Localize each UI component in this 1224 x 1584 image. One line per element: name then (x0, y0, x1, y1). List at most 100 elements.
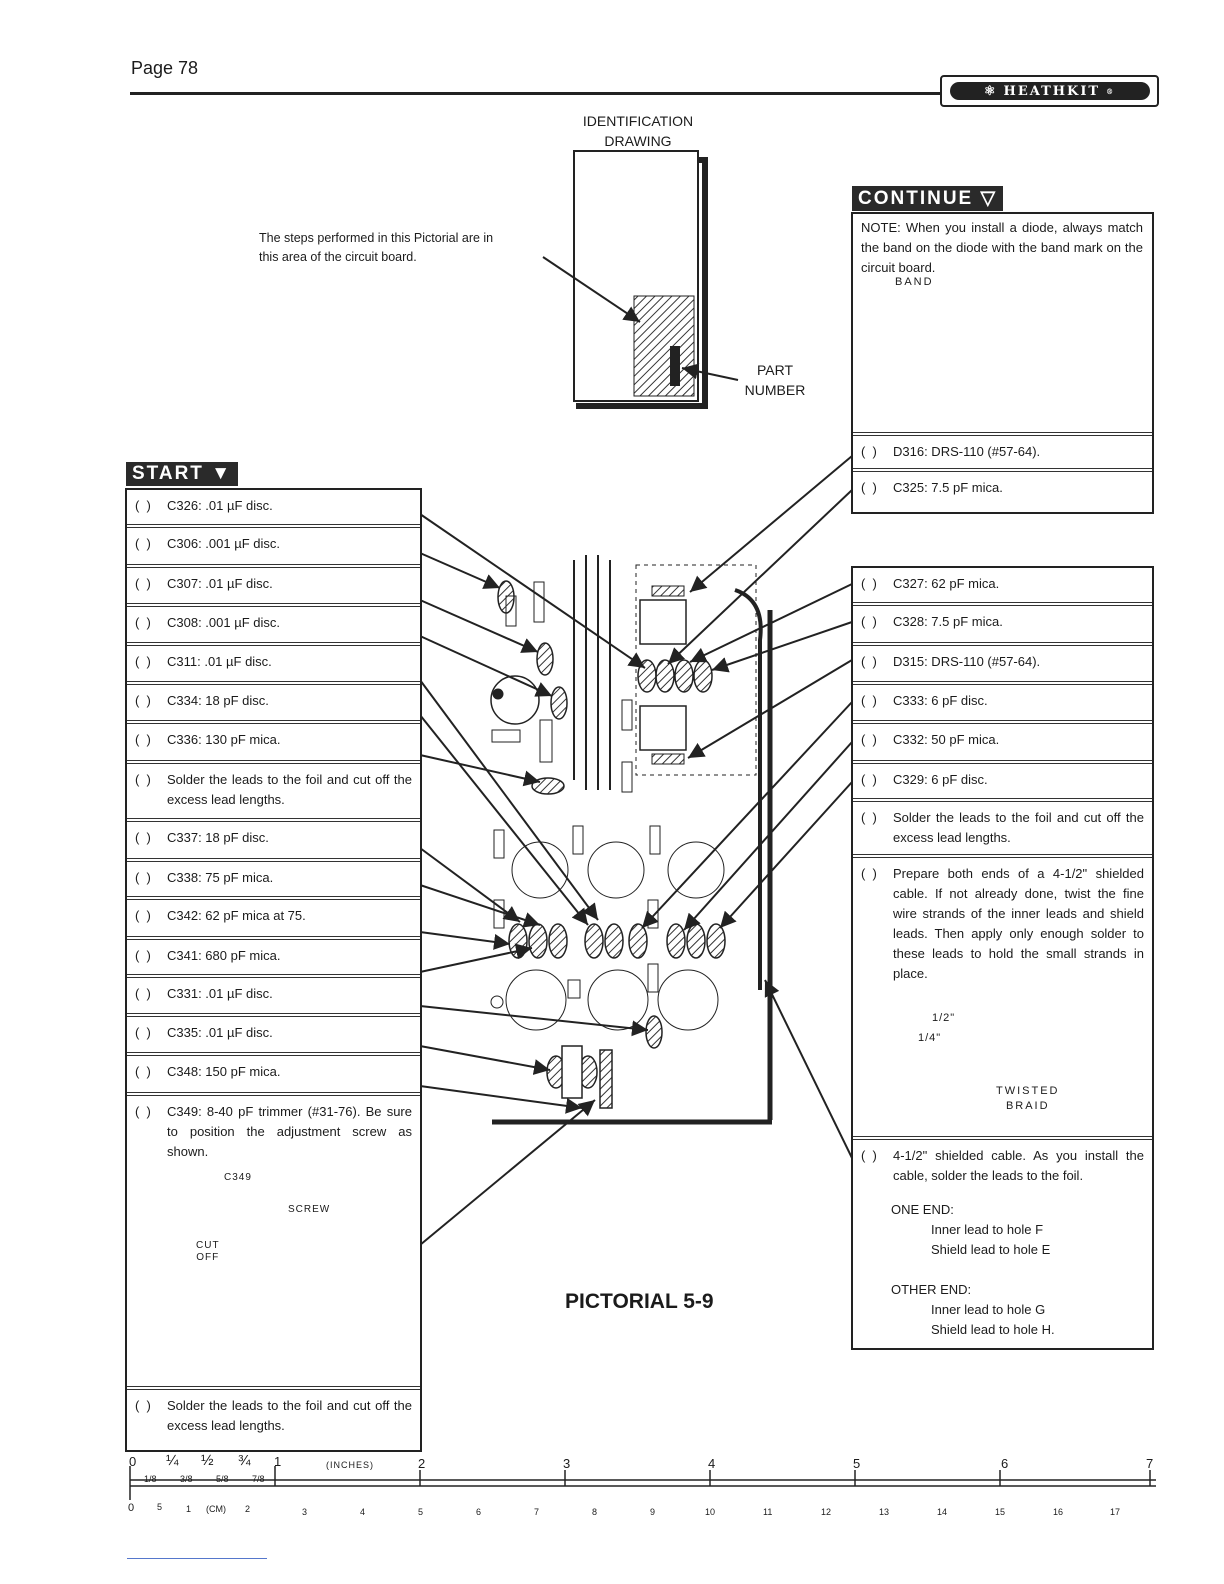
one-end-block: ONE END: Inner lead to hole F Shield lea… (891, 1200, 1050, 1260)
checkbox[interactable]: ( ) (861, 444, 877, 459)
checkbox[interactable]: ( ) (861, 866, 877, 881)
start-step[interactable]: ( )C342: 62 pF mica at 75. (127, 900, 420, 940)
other-end-line2: Shield lead to hole H. (931, 1322, 1055, 1337)
ruler-inch-num: 4 (708, 1456, 716, 1471)
checkbox[interactable]: ( ) (861, 614, 877, 629)
left-leader-lines (419, 513, 649, 1246)
start-step[interactable]: ( )C331: .01 µF disc. (127, 978, 420, 1017)
ruler-inch-unit: (INCHES) (326, 1460, 374, 1470)
checkbox[interactable]: ( ) (861, 693, 877, 708)
continue-step[interactable]: ( ) C325: 7.5 pF mica. (853, 472, 1152, 510)
start-step[interactable]: ( ) C334: 18 pF disc. (127, 685, 420, 724)
start-step[interactable]: ( )C348: 150 pF mica. (127, 1056, 420, 1096)
checkbox[interactable]: ( ) (861, 1148, 877, 1163)
continue-step-cable-prep[interactable]: ( ) Prepare both ends of a 4-1/2" shielde… (853, 858, 1152, 1140)
start-step[interactable]: ( )C337: 18 pF disc. (127, 822, 420, 862)
checkbox[interactable]: ( ) (135, 986, 151, 1001)
ruler-cm: 9 (650, 1507, 656, 1517)
page-number: Page 78 (131, 58, 199, 78)
start-step[interactable]: ( ) Solder the leads to the foil and cut … (127, 1390, 420, 1446)
checkbox[interactable]: ( ) (135, 1398, 151, 1413)
continue-step[interactable]: ( ) D315: DRS-110 (#57-64). (853, 646, 1152, 685)
checkbox[interactable]: ( ) (135, 654, 151, 669)
checkbox[interactable]: ( ) (861, 772, 877, 787)
start-step[interactable]: ( )C311: .01 µF disc. (127, 646, 420, 685)
twisted-label: TWISTED (996, 1085, 1060, 1097)
step-text: Solder the leads to the foil and cut off… (893, 810, 1144, 845)
checkbox[interactable]: ( ) (135, 615, 151, 630)
half-inch-label: 1/2" (932, 1012, 956, 1024)
continue-step[interactable]: ( )C333: 6 pF disc. (853, 685, 1152, 724)
checkbox[interactable]: ( ) (135, 498, 151, 513)
start-step[interactable]: ( )C338: 75 pF mica. (127, 862, 420, 900)
checkbox[interactable]: ( ) (135, 870, 151, 885)
identification-note: The steps performed in this Pictorial ar… (259, 229, 549, 267)
checkbox[interactable]: ( ) (135, 908, 151, 923)
step-text: C325: 7.5 pF mica. (893, 480, 1003, 495)
one-end-label: ONE END: (891, 1202, 954, 1217)
identification-title-line2: DRAWING (604, 133, 672, 149)
checkbox[interactable]: ( ) (135, 576, 151, 591)
step-text: C334: 18 pF disc. (167, 693, 269, 708)
continue-step[interactable]: ( ) C332: 50 pF mica. (853, 724, 1152, 764)
step-text: C335: .01 µF disc. (167, 1025, 273, 1040)
continue-step[interactable]: ( )D316: DRS-110 (#57-64). (853, 432, 1152, 472)
step-text: Solder the leads to the foil and cut off… (167, 1398, 412, 1433)
cut-off-label: CUT OFF (196, 1240, 220, 1264)
step-text: C332: 50 pF mica. (893, 732, 1000, 747)
step-text: C327: 62 pF mica. (893, 576, 1000, 591)
start-step[interactable]: ( ) C341: 680 pF mica. (127, 940, 420, 978)
header-rule (130, 92, 950, 95)
checkbox[interactable]: ( ) (861, 576, 877, 591)
checkbox[interactable]: ( ) (135, 948, 151, 963)
continue-step[interactable]: ( )C329: 6 pF disc. (853, 764, 1152, 802)
checkbox[interactable]: ( ) (135, 830, 151, 845)
start-step[interactable]: ( )C307: .01 µF disc. (127, 568, 420, 607)
start-step-trimmer[interactable]: ( ) C349: 8-40 pF trimmer (#31-76). Be su… (127, 1096, 420, 1390)
checkbox[interactable]: ( ) (135, 536, 151, 551)
checkbox[interactable]: ( ) (135, 732, 151, 747)
atom-icon: ⚛ (983, 83, 998, 99)
start-step[interactable]: ( )Solder the leads to the foil and cut … (127, 764, 420, 822)
ruler-inch-num: 7 (1146, 1456, 1154, 1471)
continue-step[interactable]: ( ) Solder the leads to the foil and cut … (853, 802, 1152, 858)
checkbox[interactable]: ( ) (135, 772, 151, 787)
circuit-board-pictorial (490, 555, 773, 1125)
checkbox[interactable]: ( ) (135, 1104, 151, 1119)
start-step[interactable]: ( )C336: 130 pF mica. (127, 724, 420, 764)
off-label: OFF (196, 1252, 220, 1263)
continue-step-cable-install[interactable]: ( )4-1/2" shielded cable. As you install… (853, 1140, 1152, 1346)
step-text: C349: 8-40 pF trimmer (#31-76). Be sure … (167, 1104, 412, 1159)
step-text: Prepare both ends of a 4-1/2" shielded c… (893, 866, 1144, 981)
checkbox[interactable]: ( ) (135, 1064, 151, 1079)
checkbox[interactable]: ( ) (861, 480, 877, 495)
part-label-line2: NUMBER (744, 382, 806, 398)
ruler-cm: 13 (879, 1507, 890, 1517)
brand-logo: ⚛HEATHKIT® (940, 75, 1159, 107)
continue-steps-box: ( ) C327: 62 pF mica. ( ) C328: 7.5 pF mic… (851, 566, 1154, 1350)
checkbox[interactable]: ( ) (861, 810, 877, 825)
step-text: C328: 7.5 pF mica. (893, 614, 1003, 629)
start-step[interactable]: ( )C308: .001 µF disc. (127, 607, 420, 646)
identification-note-line1: The steps performed in this Pictorial ar… (259, 231, 494, 245)
start-step[interactable]: ( )C306: .001 µF disc. (127, 528, 420, 568)
component-layer (497, 580, 726, 1109)
arrow-down-icon: ▼ (211, 463, 233, 484)
start-step[interactable]: ( ) C335: .01 µF disc. (127, 1017, 420, 1056)
checkbox[interactable]: ( ) (135, 1025, 151, 1040)
one-end-line2: Shield lead to hole E (931, 1242, 1051, 1257)
continue-step[interactable]: ( ) C327: 62 pF mica. (853, 568, 1152, 606)
start-step[interactable]: ( )C326: .01 µF disc. (127, 490, 420, 528)
quarter-inch-label: 1/4" (918, 1032, 942, 1044)
ruler-cm: 16 (1053, 1507, 1064, 1517)
step-text: D315: DRS-110 (#57-64). (893, 654, 1041, 669)
trimmer-part-label: C349 (224, 1172, 252, 1183)
continue-step[interactable]: ( ) C328: 7.5 pF mica. (853, 606, 1152, 646)
twisted-braid-label: TWISTED BRAID (996, 1084, 1060, 1114)
ruler-cm: 10 (705, 1507, 716, 1517)
checkbox[interactable]: ( ) (861, 732, 877, 747)
checkbox[interactable]: ( ) (861, 654, 877, 669)
checkbox[interactable]: ( ) (135, 693, 151, 708)
step-text: C341: 680 pF mica. (167, 948, 281, 963)
one-end-line1: Inner lead to hole F (931, 1222, 1044, 1237)
